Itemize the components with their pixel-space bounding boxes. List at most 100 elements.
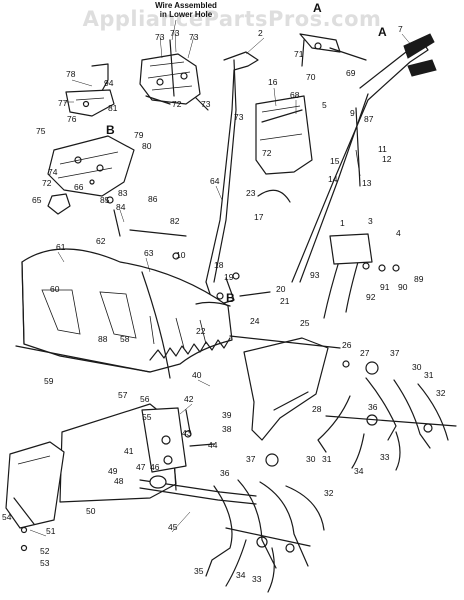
callout-label: 72 bbox=[262, 148, 272, 158]
callout-label: 2 bbox=[258, 28, 263, 38]
callout-label: 33 bbox=[252, 574, 262, 584]
callout-label: 79 bbox=[134, 130, 144, 140]
callout-label: 85 bbox=[100, 195, 110, 205]
callout-label: 22 bbox=[196, 326, 206, 336]
callout-label: 10 bbox=[176, 250, 186, 260]
callout-label: 9 bbox=[350, 108, 355, 118]
wire-note-line1: Wire Assembled bbox=[155, 1, 217, 10]
tine-hood-drawing bbox=[15, 248, 233, 379]
callout-label: 59 bbox=[44, 376, 54, 386]
callout-label: 1 bbox=[340, 218, 345, 228]
hardware-drawing bbox=[106, 196, 400, 467]
callout-label: 90 bbox=[398, 282, 408, 292]
callout-label: 46 bbox=[150, 462, 160, 472]
callout-label: 25 bbox=[300, 318, 310, 328]
wire-note-line2: in Lower Hole bbox=[160, 10, 213, 19]
callout-label: 72 bbox=[42, 178, 52, 188]
callout-label: 39 bbox=[222, 410, 232, 420]
callout-label: 57 bbox=[118, 390, 128, 400]
callout-label: 31 bbox=[322, 454, 332, 464]
callout-label: 36 bbox=[368, 402, 378, 412]
callout-label: 89 bbox=[414, 274, 424, 284]
callout-label: 45 bbox=[168, 522, 178, 532]
clutch-cable-lower-2 bbox=[345, 261, 359, 313]
callout-label: 66 bbox=[74, 182, 84, 192]
callout-label: 63 bbox=[144, 248, 154, 258]
callout-label: 62 bbox=[96, 236, 106, 246]
callout-label: 4 bbox=[396, 228, 401, 238]
callout-label: 87 bbox=[364, 114, 374, 124]
tine-assembly-lower-drawing bbox=[205, 479, 325, 593]
callout-label: 33 bbox=[380, 452, 390, 462]
watermark: AppliancePartsPros.com bbox=[83, 7, 382, 31]
callout-label: 37 bbox=[390, 348, 400, 358]
callout-label: 15 bbox=[330, 156, 340, 166]
callout-label: 76 bbox=[67, 114, 77, 124]
callout-label: 74 bbox=[48, 167, 58, 177]
callout-label: 55 bbox=[142, 412, 152, 422]
leader-lines bbox=[29, 31, 413, 537]
callout-label: 40 bbox=[192, 370, 202, 380]
tine-assembly-right-drawing bbox=[317, 377, 457, 471]
callout-label: 38 bbox=[222, 424, 232, 434]
drive-shaft-drawing bbox=[139, 475, 257, 505]
callout-label: 34 bbox=[354, 466, 364, 476]
callout-label: 61 bbox=[56, 242, 66, 252]
callout-labels: 73 73 73 72 73 78 94 77 81 76 75 79 80 7… bbox=[2, 24, 446, 584]
callout-label: 94 bbox=[104, 78, 114, 88]
callout-label: 34 bbox=[236, 570, 246, 580]
callout-label: 73 bbox=[201, 99, 211, 109]
callout-label: 70 bbox=[306, 72, 316, 82]
callout-label: 91 bbox=[380, 282, 390, 292]
callout-label: 47 bbox=[136, 462, 146, 472]
callout-label: 32 bbox=[436, 388, 446, 398]
callout-label: 42 bbox=[184, 394, 194, 404]
handlebar-drawing bbox=[205, 33, 437, 283]
callout-label: 17 bbox=[254, 212, 264, 222]
callout-label: 44 bbox=[208, 440, 218, 450]
callout-label: 3 bbox=[368, 216, 373, 226]
cross-rod-drawing bbox=[129, 229, 187, 237]
callout-label: 5 bbox=[322, 100, 327, 110]
callout-label: 20 bbox=[276, 284, 286, 294]
callout-label: 58 bbox=[120, 334, 130, 344]
callout-label: 43 bbox=[182, 428, 192, 438]
callout-label: 41 bbox=[124, 446, 134, 456]
callout-label: 31 bbox=[424, 370, 434, 380]
callout-label: 13 bbox=[362, 178, 372, 188]
callout-label: 65 bbox=[32, 195, 42, 205]
callout-label: 82 bbox=[170, 216, 180, 226]
callout-label: 37 bbox=[246, 454, 256, 464]
callout-label: 11 bbox=[378, 144, 387, 154]
callout-label: 73 bbox=[234, 112, 244, 122]
callout-label: 48 bbox=[114, 476, 124, 486]
section-letter-b-left: B bbox=[106, 123, 115, 137]
callout-label: 54 bbox=[2, 512, 12, 522]
serrated-bar-drawing bbox=[149, 337, 231, 361]
shift-rod-drawing bbox=[113, 209, 121, 237]
callout-label: 30 bbox=[306, 454, 316, 464]
callout-label: 77 bbox=[58, 98, 68, 108]
callout-label: 12 bbox=[382, 154, 392, 164]
callout-label: 27 bbox=[360, 348, 370, 358]
shift-lever-drawing bbox=[65, 63, 115, 117]
callout-label: 35 bbox=[194, 566, 204, 576]
callout-label: 36 bbox=[220, 468, 230, 478]
section-letter-a-top: A bbox=[313, 1, 322, 15]
callout-label: 68 bbox=[290, 90, 300, 100]
callout-label: 83 bbox=[118, 188, 128, 198]
callout-label: 7 bbox=[398, 24, 403, 34]
callout-label: 75 bbox=[36, 126, 46, 136]
control-bracket-drawing bbox=[139, 39, 209, 111]
parts-artwork bbox=[5, 33, 457, 593]
callout-label: 51 bbox=[46, 526, 56, 536]
callout-label: 50 bbox=[86, 506, 96, 516]
callout-label: 16 bbox=[268, 77, 278, 87]
callout-label: 24 bbox=[250, 316, 260, 326]
callout-label: 26 bbox=[342, 340, 352, 350]
idler-bracket-drawing bbox=[329, 233, 373, 265]
callout-label: 84 bbox=[116, 202, 126, 212]
handle-clamp-drawing bbox=[257, 189, 291, 203]
